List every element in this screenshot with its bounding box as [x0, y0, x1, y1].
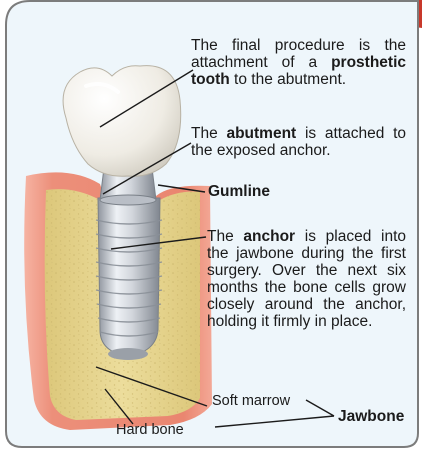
label-anchor: The anchor is placed into the jawbone du… — [207, 228, 406, 330]
label-hard-bone: Hard bone — [116, 422, 184, 439]
label-gumline: Gumline — [208, 183, 270, 200]
label-prosthetic: The final procedure is the attachment of… — [191, 37, 406, 88]
label-jawbone: Jawbone — [338, 408, 404, 425]
label-soft-marrow: Soft marrow — [212, 393, 290, 410]
label-abutment: The abutment is attached to the exposed … — [191, 125, 406, 159]
implant-anchor — [96, 198, 162, 360]
